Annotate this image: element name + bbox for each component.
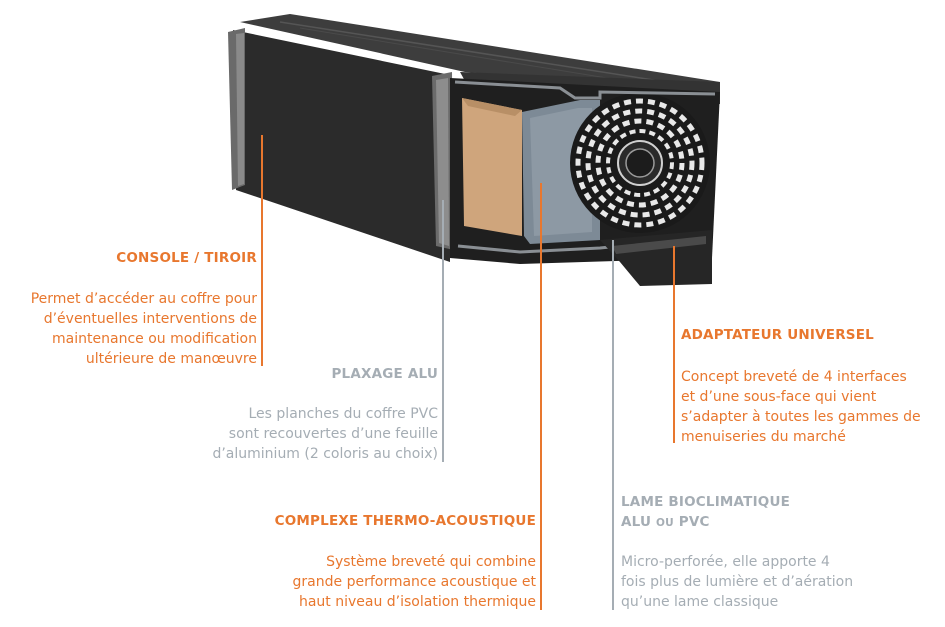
adaptateur-description: Concept breveté de 4 interfaces et d’une… <box>681 367 921 447</box>
lame-line: qu’une lame classique <box>621 594 779 610</box>
thermo-acoustic-block <box>462 98 522 236</box>
console-line: Permet d’accéder au coffre pour <box>30 291 257 307</box>
console-description: Permet d’accéder au coffre pour d’éventu… <box>31 289 257 369</box>
plaxage-line: d’aluminium (2 coloris au choix) <box>212 446 438 462</box>
plaxage-title: PLAXAGE ALU <box>331 366 438 382</box>
lame-line: Micro-perforée, elle apporte 4 <box>621 554 830 570</box>
complexe-line: grande performance acoustique et <box>292 574 536 590</box>
roll-ring-2 <box>585 108 695 218</box>
plaxage-line: Les planches du coffre PVC <box>248 406 439 422</box>
console-line: d’éventuelles interventions de <box>43 311 257 327</box>
universal-adapter-edge <box>612 236 706 254</box>
lame-line: fois plus de lumière et d’aération <box>621 574 854 590</box>
console-title: CONSOLE / TIROIR <box>116 250 257 266</box>
plaxage-description: Les planches du coffre PVC sont recouver… <box>212 404 438 464</box>
plaxage-band-light <box>436 78 449 246</box>
lame-description: Micro-perforée, elle apporte 4 fois plus… <box>621 552 853 612</box>
adaptateur-line: s’adapter à toutes les gammes de <box>681 409 921 425</box>
complexe-line: haut niveau d’isolation thermique <box>298 594 536 610</box>
adaptateur-line: Concept breveté de 4 interfaces <box>681 369 907 385</box>
complexe-line: Système breveté qui combine <box>326 554 536 570</box>
thermo-acoustic-block-shade <box>462 98 522 116</box>
complexe-title: COMPLEXE THERMO-ACOUSTIQUE <box>274 513 536 529</box>
adaptateur-line: menuiseries du marché <box>681 429 846 445</box>
lame-title-line1: LAME BIOCLIMATIQUE <box>621 494 791 510</box>
roll-axle-core <box>625 148 655 178</box>
console-end-cap-edge <box>236 33 244 186</box>
complexe-description: Système breveté qui combine grande perfo… <box>293 552 536 612</box>
leader-lines <box>261 135 675 610</box>
roll-ring-3 <box>595 118 685 208</box>
roll-ring-1 <box>575 98 705 228</box>
lame-title-line2: ALU OU PVC <box>621 514 710 530</box>
adaptateur-line: et d’une sous-face qui vient <box>681 389 877 405</box>
housing-front <box>233 30 450 262</box>
lame-title: LAME BIOCLIMATIQUE ALU OU PVC <box>621 492 790 533</box>
pvc-profile <box>454 80 716 100</box>
plaxage-line: sont recouvertes d’une feuille <box>228 426 438 442</box>
roll-ring-4 <box>606 129 674 197</box>
adaptateur-title: ADAPTATEUR UNIVERSEL <box>681 327 874 343</box>
console-line: maintenance ou modification <box>52 331 257 347</box>
console-line: ultérieure de manœuvre <box>85 351 257 367</box>
housing-top-groove <box>279 21 706 89</box>
